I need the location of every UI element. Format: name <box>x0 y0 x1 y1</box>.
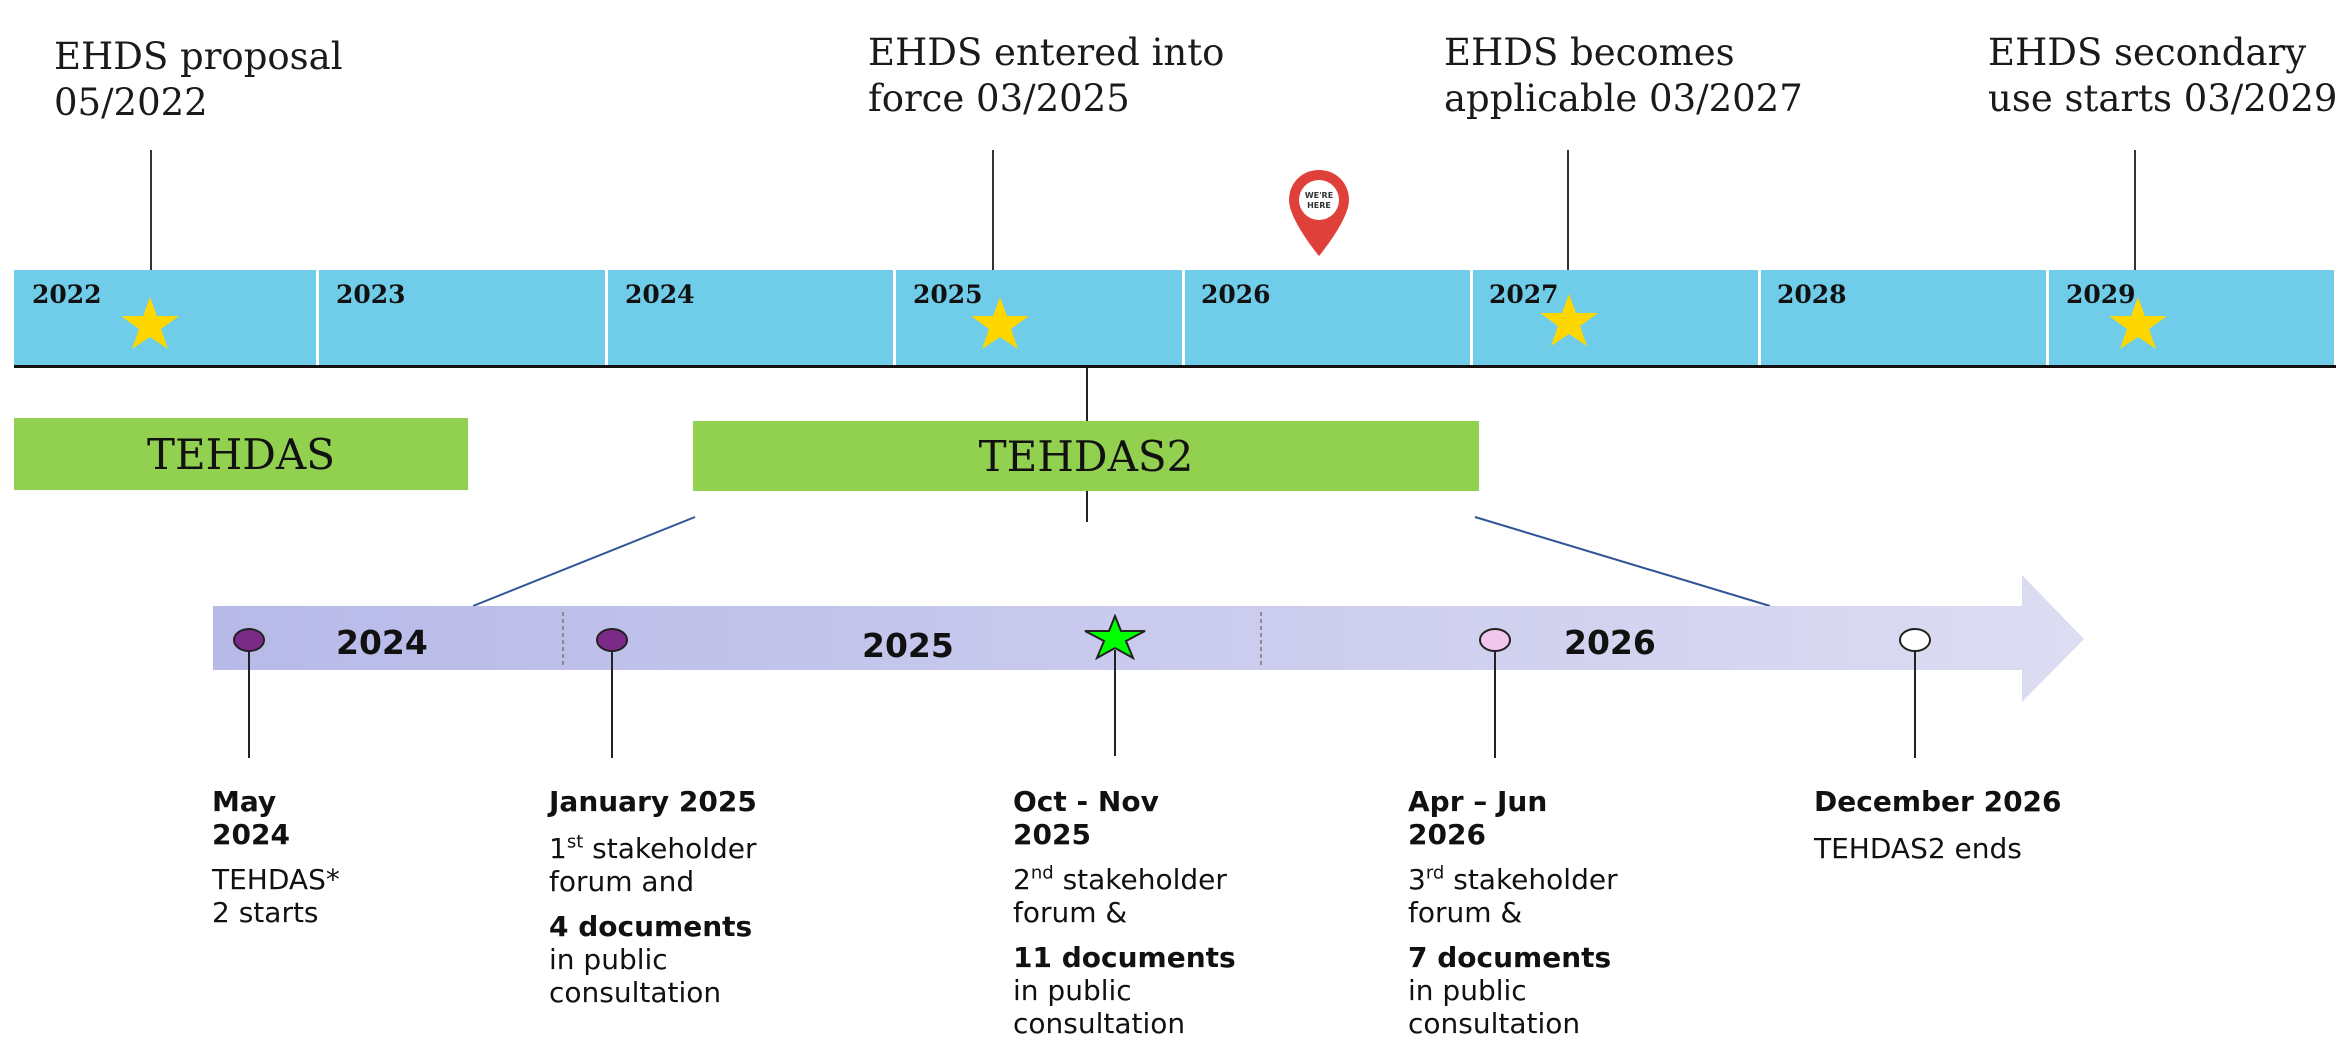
milestone-line1: EHDS entered into <box>868 31 1225 74</box>
event-sub-line1: in public <box>1408 974 1527 1007</box>
zoom-connector-left <box>472 516 696 607</box>
year-timeline-baseline <box>14 365 2336 368</box>
year-divider <box>1470 270 1473 365</box>
year-label-2028: 2028 <box>1777 280 1847 309</box>
milestone-line1: EHDS secondary <box>1988 31 2307 74</box>
pin-text-line2: HERE <box>1307 201 1331 210</box>
event-sub-line2: consultation <box>549 976 722 1009</box>
event-dot-icon <box>233 628 265 652</box>
year-label-2026: 2026 <box>1201 280 1271 309</box>
star-icon <box>2109 297 2167 349</box>
milestone-line2: 05/2022 <box>54 81 208 124</box>
event-desc-rest: stakeholder <box>1444 863 1618 896</box>
event-ordinal-suffix: st <box>566 831 584 853</box>
event-may-2024: May 2024 TEHDAS* 2 starts <box>212 785 340 929</box>
event-sub-line1: in public <box>549 943 668 976</box>
star-icon <box>971 297 1029 349</box>
event-desc-line2: forum & <box>1408 896 1523 929</box>
project-bar-tehdas: TEHDAS <box>14 418 468 490</box>
event-dot-icon <box>1899 628 1931 652</box>
year-label-2027: 2027 <box>1489 280 1559 309</box>
event-documents-count: 11 documents <box>1013 941 1236 974</box>
event-ordinal: 3 <box>1408 863 1426 896</box>
event-title: January 2025 <box>549 785 757 818</box>
event-connector <box>248 650 250 758</box>
year-divider <box>893 270 896 365</box>
arrow-year-2024: 2024 <box>336 623 428 662</box>
event-desc-line2: forum and <box>549 865 695 898</box>
event-connector <box>1494 650 1496 758</box>
event-ordinal: 2 <box>1013 863 1031 896</box>
year-divider <box>1758 270 1761 365</box>
star-icon <box>1540 294 1598 346</box>
event-title-line2: 2024 <box>212 818 290 851</box>
event-desc-line2: forum & <box>1013 896 1128 929</box>
pin-text-line1: WE'RE <box>1305 191 1333 200</box>
year-divider <box>605 270 608 365</box>
event-desc-line2: 2 starts <box>212 896 319 929</box>
event-ordinal-suffix: rd <box>1425 862 1445 884</box>
event-title-line2: 2026 <box>1408 818 1486 851</box>
event-title: December 2026 <box>1814 785 2062 818</box>
event-january-2025: January 2025 1st stakeholder forum and 4… <box>549 785 757 1009</box>
year-label-2029: 2029 <box>2066 280 2136 309</box>
event-sub-line2: consultation <box>1013 1007 1186 1040</box>
event-dot-icon <box>1479 628 1511 652</box>
milestone-line1: EHDS becomes <box>1444 31 1735 74</box>
year-divider <box>2046 270 2049 365</box>
event-title-line1: May <box>212 785 277 818</box>
year-label-2023: 2023 <box>336 280 406 309</box>
milestone-ehds-applicable: EHDS becomes applicable 03/2027 <box>1444 30 1803 122</box>
event-oct-nov-2025: Oct - Nov 2025 2nd stakeholder forum & 1… <box>1013 785 1236 1040</box>
year-label-2024: 2024 <box>625 280 695 309</box>
zoom-connector-right <box>1474 516 1771 607</box>
event-december-2026: December 2026 TEHDAS2 ends <box>1814 785 2062 865</box>
event-desc: TEHDAS2 ends <box>1814 832 2022 865</box>
milestone-ehds-secondary-use: EHDS secondary use starts 03/2029 <box>1988 30 2337 122</box>
event-apr-jun-2026: Apr – Jun 2026 3rd stakeholder forum & 7… <box>1408 785 1618 1040</box>
arrow-year-2025: 2025 <box>862 626 954 665</box>
event-documents-count: 4 documents <box>549 910 753 943</box>
event-title-line1: Oct - Nov <box>1013 785 1159 818</box>
year-label-2025: 2025 <box>913 280 983 309</box>
milestone-connector <box>2134 150 2136 270</box>
milestone-ehds-entered-force: EHDS entered into force 03/2025 <box>868 30 1224 122</box>
milestone-line2: force 03/2025 <box>868 77 1130 120</box>
location-pin-icon: WE'RE HERE <box>1289 170 1349 256</box>
event-desc-rest: stakeholder <box>583 832 757 865</box>
year-timeline-band <box>14 270 2334 366</box>
milestone-line2: applicable 03/2027 <box>1444 77 1803 120</box>
event-ordinal-suffix: nd <box>1030 862 1054 884</box>
milestone-ehds-proposal: EHDS proposal 05/2022 <box>54 34 343 126</box>
project-label-tehdas2: TEHDAS2 <box>978 431 1194 481</box>
year-divider <box>1182 270 1185 365</box>
event-dot-icon <box>596 628 628 652</box>
event-sub-line1: in public <box>1013 974 1132 1007</box>
milestone-line1: EHDS proposal <box>54 35 343 78</box>
green-star-icon <box>1084 614 1146 660</box>
project-bar-tehdas2: TEHDAS2 <box>693 421 1479 491</box>
event-connector <box>1114 650 1116 756</box>
event-title-line1: Apr – Jun <box>1408 785 1548 818</box>
event-sub-line2: consultation <box>1408 1007 1581 1040</box>
event-desc-rest: stakeholder <box>1053 863 1227 896</box>
arrow-year-2026: 2026 <box>1564 623 1656 662</box>
event-ordinal: 1 <box>549 832 567 865</box>
year-label-2022: 2022 <box>32 280 102 309</box>
project-label-tehdas: TEHDAS <box>146 429 336 479</box>
event-connector <box>1914 650 1916 758</box>
event-title-line2: 2025 <box>1013 818 1091 851</box>
milestone-connector <box>150 150 152 270</box>
milestone-connector <box>1567 150 1569 270</box>
event-connector <box>611 650 613 758</box>
event-documents-count: 7 documents <box>1408 941 1612 974</box>
year-divider <box>316 270 319 365</box>
milestone-line2: use starts 03/2029 <box>1988 77 2338 120</box>
arrow-shape <box>213 575 2084 702</box>
star-icon <box>121 297 179 349</box>
event-desc-line1: TEHDAS* <box>212 863 340 896</box>
milestone-connector <box>992 150 994 270</box>
